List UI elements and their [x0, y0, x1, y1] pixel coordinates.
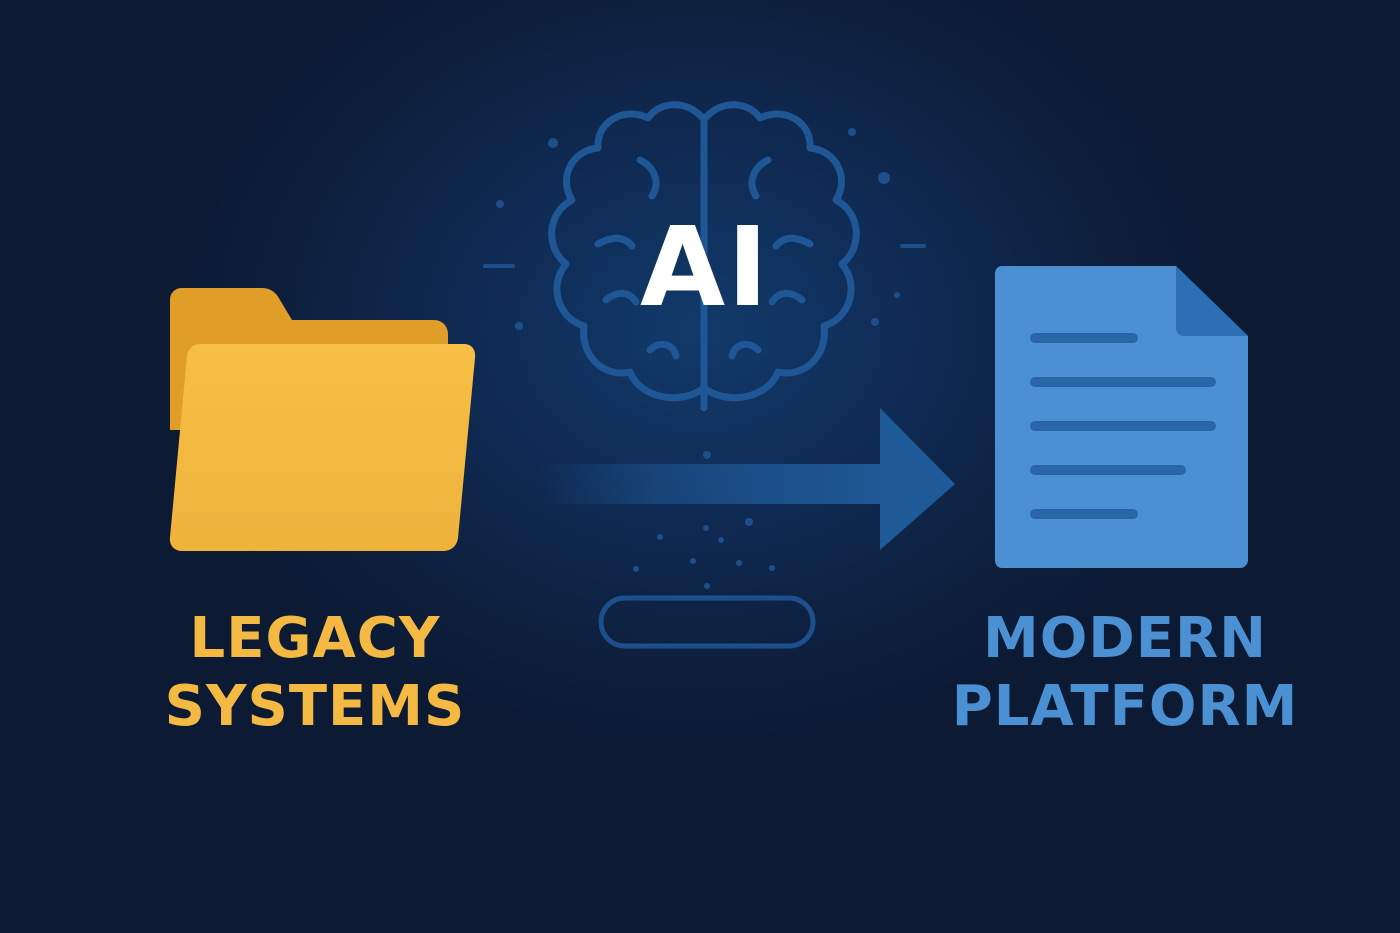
legacy-systems-label: LEGACY SYSTEMS — [140, 611, 490, 747]
modern-platform-label: MODERN PLATFORM — [930, 611, 1320, 747]
legacy-label-line-1: LEGACY — [189, 606, 441, 671]
sparkle-dots — [483, 128, 926, 589]
arrow-right-icon — [540, 408, 955, 550]
legacy-label-line-2: SYSTEMS — [164, 674, 466, 739]
modern-label-line-1: MODERN — [982, 606, 1268, 671]
brain-icon — [548, 101, 860, 412]
document-icon — [995, 266, 1248, 568]
modern-label-line-2: PLATFORM — [951, 674, 1299, 739]
ai-label: AI — [639, 203, 771, 331]
progress-pill — [598, 595, 816, 649]
folder-icon — [169, 288, 476, 551]
